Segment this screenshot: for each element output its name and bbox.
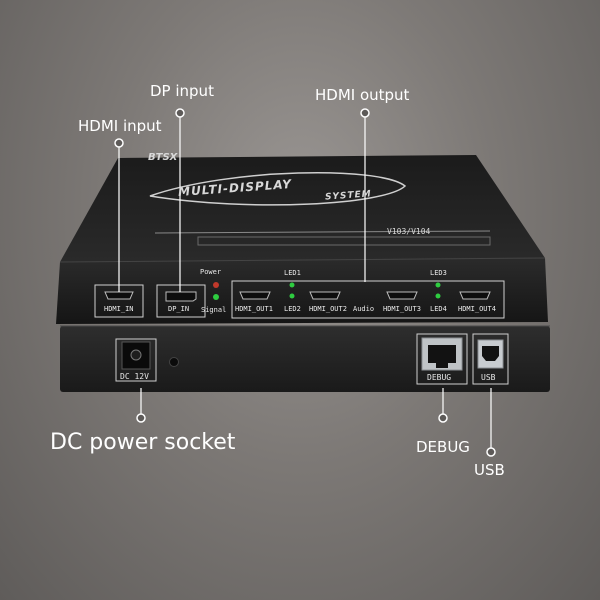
dc-12v-label: DC 12V bbox=[120, 372, 149, 381]
hdmi-in-label: HDMI_IN bbox=[104, 305, 134, 313]
device-front-face bbox=[56, 258, 548, 324]
top-vent-strip bbox=[197, 236, 491, 246]
hdmi-in-port[interactable] bbox=[104, 291, 134, 300]
hdmi-out2-port[interactable] bbox=[309, 291, 341, 300]
callout-dots bbox=[114, 108, 496, 457]
hdmi-out2-label: HDMI_OUT2 bbox=[309, 305, 347, 313]
hdmi-output-frame bbox=[231, 280, 505, 319]
logo-swoosh bbox=[149, 172, 407, 206]
signal-label: Signal bbox=[201, 306, 227, 314]
debug-silk-label: DEBUG bbox=[427, 373, 452, 382]
power-label: Power bbox=[200, 268, 222, 276]
usb-silk-label: USB bbox=[481, 373, 496, 382]
callout-hdmi-input: HDMI input bbox=[78, 117, 162, 135]
callout-dp-input: DP input bbox=[150, 82, 214, 100]
power-led bbox=[213, 282, 219, 288]
model-number: V103/V104 bbox=[387, 227, 431, 236]
led4-label: LED4 bbox=[430, 305, 447, 313]
hdmi-out4-label: HDMI_OUT4 bbox=[458, 305, 496, 313]
callout-usb: USB bbox=[474, 461, 505, 479]
led1-label: LED1 bbox=[284, 269, 301, 277]
led2-label: LED2 bbox=[284, 305, 301, 313]
led3-indicator bbox=[435, 282, 441, 288]
callout-leaders bbox=[118, 113, 492, 452]
callout-hdmi-output: HDMI output bbox=[315, 86, 410, 104]
dp-in-label: DP_IN bbox=[168, 305, 190, 313]
reset-hole[interactable] bbox=[169, 357, 179, 367]
dp-in-port[interactable] bbox=[165, 291, 197, 302]
hdmi-out1-port[interactable] bbox=[239, 291, 271, 300]
debug-frame bbox=[416, 333, 468, 385]
hdmi-out3-port[interactable] bbox=[386, 291, 418, 300]
callout-debug: DEBUG bbox=[416, 438, 470, 456]
brand-logo: BTSX bbox=[148, 152, 178, 163]
led3-label: LED3 bbox=[430, 269, 447, 277]
dc-frame bbox=[115, 338, 157, 382]
callout-dc-power-socket: DC power socket bbox=[50, 430, 236, 455]
led2-indicator bbox=[289, 293, 295, 299]
led1-indicator bbox=[289, 282, 295, 288]
dp-in-frame bbox=[156, 284, 206, 318]
device-top-surface bbox=[60, 155, 545, 262]
hdmi-out4-port[interactable] bbox=[459, 291, 491, 300]
signal-led bbox=[213, 294, 219, 300]
led4-indicator bbox=[435, 293, 441, 299]
hdmi-out1-label: HDMI_OUT1 bbox=[235, 305, 273, 313]
usb-frame bbox=[472, 333, 509, 385]
hdmi-out3-label: HDMI_OUT3 bbox=[383, 305, 421, 313]
audio-label: Audio bbox=[353, 305, 375, 313]
